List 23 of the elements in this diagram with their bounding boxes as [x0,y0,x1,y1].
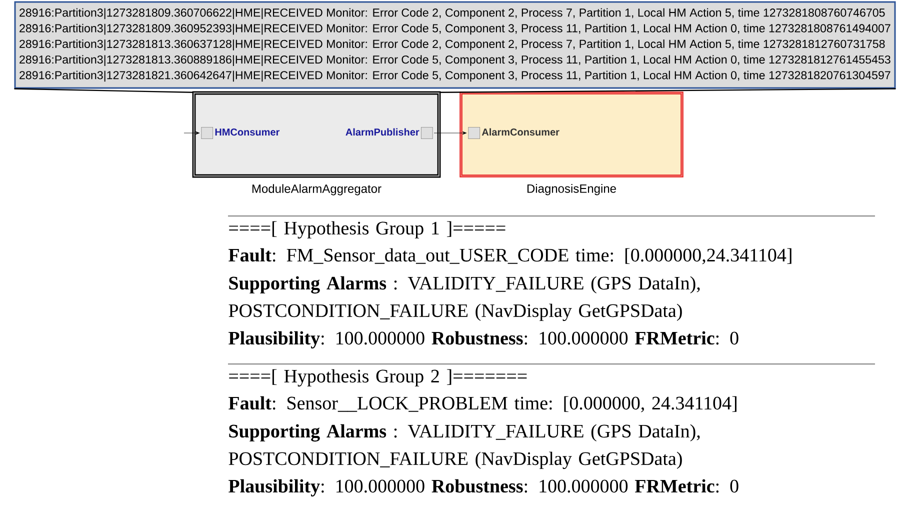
node-label: HMConsumer [215,128,280,136]
text-line: Supporting Alarms : VALIDITY_FAILURE (GPS DataIn), POSTCONDITION_FAILURE (NavDisplay GetGPSData) [228,276,700,321]
text-line: ====[ Hypothesis Group 2 ]======= [229,369,527,386]
node-label: AlarmPublisher [346,128,420,136]
text-line: ====[ Hypothesis Group 1 ]===== [229,221,506,238]
component-label: DiagnosisEngine [527,184,616,196]
port: AlarmConsumer [468,127,560,139]
text-line: Plausibility: 100.000000 Robustness: 100.000000 FRMetric: 0 [228,331,738,348]
arrow [184,131,200,135]
text-line: Fault: FM_Sensor_data_out_USER_CODE time: [0.000000,24.341104] [228,248,792,264]
leader-line [440,88,896,93]
component-box [460,92,684,178]
text-line: Plausibility: 100.000000 Robustness: 100.000000 FRMetric: 0 [228,479,738,496]
port: AlarmPublisher [346,127,433,139]
leader-line [14,88,194,93]
node-label: AlarmConsumer [482,128,560,136]
text-line: Fault: Sensor__LOCK_PROBLEM time: [0.000000, 24.341104] [228,396,736,412]
component-label: ModuleAlarmAggregator [252,184,382,196]
log-panel: 28916:Partition3|1273281809.360706622|HME|RECEIVED Monitor: Error Code 2, Component 2, Process 7, Partition 1, Local HM Action 5, time 1273281808760746705 28916:Partition3|1273281809.360952393|HME|RECEIVED Monitor: Error Code 5, Component 3, Process 11, Partition 1, Local HM Action 0, time 1273281808761494007 28916:Partition3|1273281813.360637128|HME|RECEIVED Monitor: Error Code 2, Component 2, Process 7, Partition 1, Local HM Action 5, time 1273281812760731758 28916:Partition3|1273281813.360889186|HME|RECEIVED Monitor: Error Code 5, Component 3, Process 11, Partition 1, Local HM Action 0, time 1273281812761455453 28916:Partition3|1273281821.360642647|HME|RECEIVED Monitor: Error Code 5, Component 3, Process 11, Partition 1, Local HM Action 0, time 1273281820761304597 [14,1,896,89]
text-line: Supporting Alarms : VALIDITY_FAILURE (GPS DataIn), POSTCONDITION_FAILURE (NavDisplay GetGPSData) [228,424,700,469]
arrow [434,131,467,135]
component-box [192,91,441,178]
port: HMConsumer [201,127,280,139]
